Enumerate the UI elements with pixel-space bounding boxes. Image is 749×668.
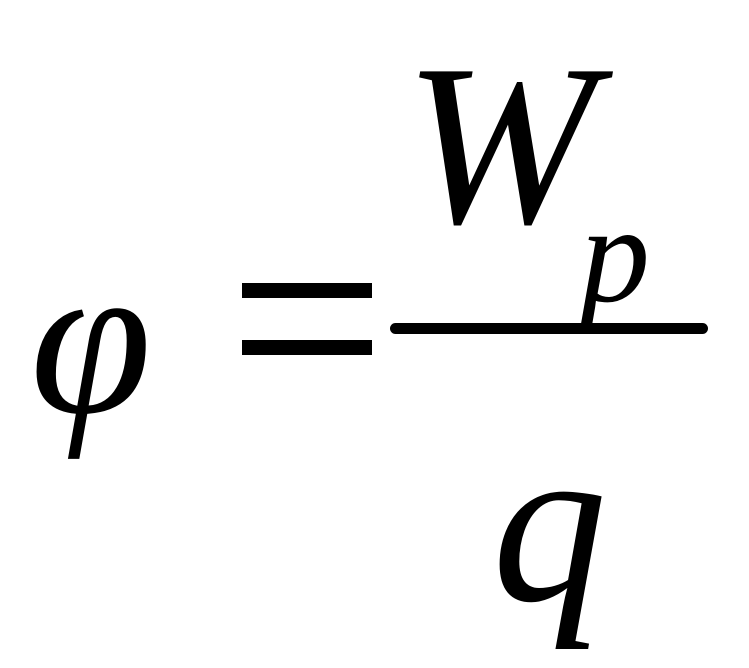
fraction-bar bbox=[390, 323, 708, 334]
denominator: q bbox=[492, 395, 607, 650]
numerator-subscript: p bbox=[580, 177, 650, 332]
numerator-base: W bbox=[404, 17, 596, 272]
formula-lhs-phi: φ bbox=[30, 216, 152, 460]
equals-bar-bottom bbox=[242, 340, 372, 355]
equals-sign bbox=[242, 283, 372, 355]
equals-bar-top bbox=[242, 283, 372, 298]
